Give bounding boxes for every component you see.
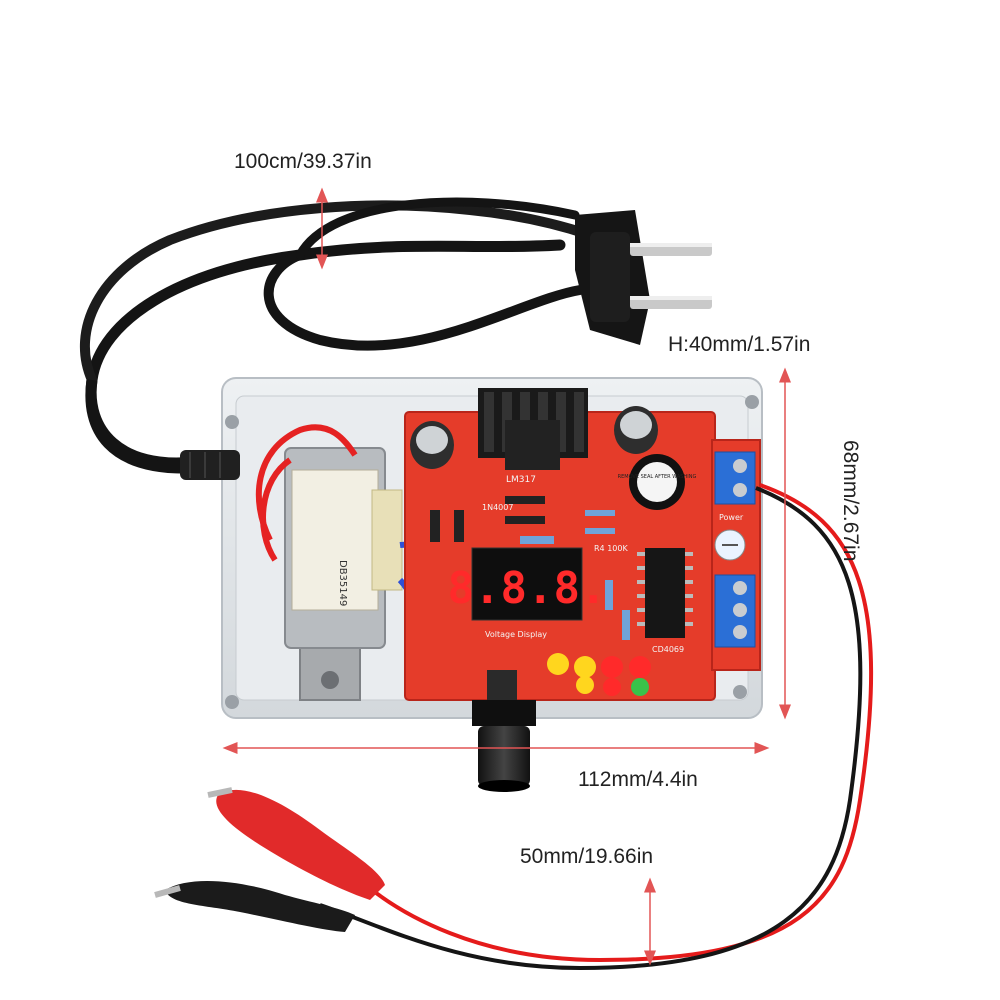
transformer-model-text: DB35149 [337,560,348,606]
power-plug [575,210,712,345]
trimmer-pot [714,529,746,561]
cord-strain-relief [85,379,240,480]
dimension-arrows [222,187,791,966]
terminal-block-top [714,451,756,505]
diodes-resistors [430,496,630,640]
display-digits: 8.8.8. [448,563,607,614]
height-label: H:40mm/1.57in [668,333,811,356]
heatsink [478,388,588,470]
voltage-knob [472,670,536,792]
depth-label: 68mm/2.67in [839,440,862,562]
alligator-clip-red [207,787,385,900]
regulator-label: LM317 [506,475,536,485]
power-label: Power [719,513,744,522]
alligator-clip-black [154,880,355,932]
capacitor-left [410,421,454,469]
buzzer-sticker-text: REMOVE SEAL AFTER WASHING [618,474,697,480]
cable-length-label: 100cm/39.37in [234,150,372,173]
width-label: 112mm/4.4in [578,768,698,791]
capacitor-right [614,406,658,454]
lead-length-label: 50mm/19.66in [520,845,654,868]
ic-label: CD4069 [652,645,684,654]
transformer: DB35149 [284,447,403,701]
display-label: Voltage Display [485,630,547,639]
test-leads [319,483,874,971]
resistor-label: R4 100K [594,544,628,553]
buzzer: REMOVE SEAL AFTER WASHING [618,454,697,510]
ic-chip [637,548,693,638]
seven-segment-display: 8.8.8. [448,547,607,621]
diode-label: 1N4007 [482,503,513,512]
terminal-block-bottom [714,574,756,648]
led-row [547,653,651,696]
